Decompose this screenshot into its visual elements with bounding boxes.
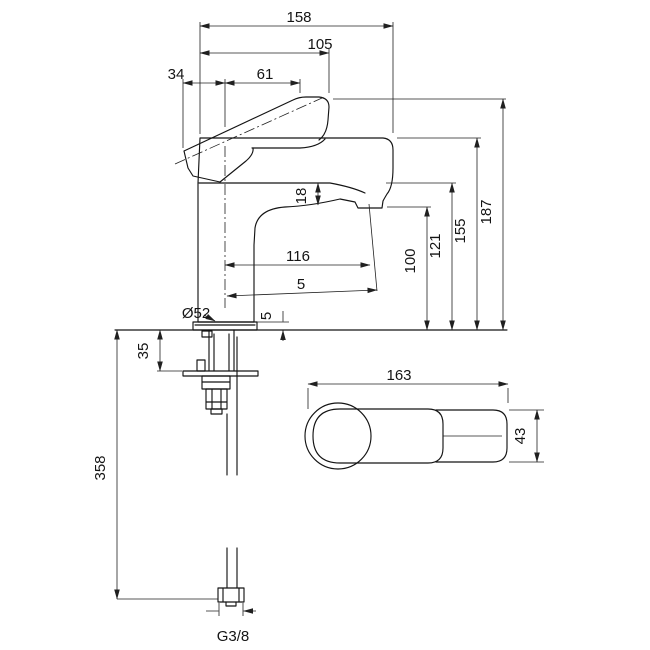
dim-handle-front-label: 61 xyxy=(257,66,274,83)
dim-handle-length-label: 163 xyxy=(386,367,411,384)
top-view xyxy=(304,402,508,470)
body-chin-line xyxy=(198,182,366,194)
body-spout-outline xyxy=(197,137,394,323)
body-top-view-outline xyxy=(312,408,444,464)
base-circle-top-view xyxy=(304,402,372,470)
handle-lever-underside xyxy=(183,147,254,183)
outlet-axis-line xyxy=(368,203,378,292)
dim-total-height-label: 187 xyxy=(478,199,495,224)
dim-spout-angle-line xyxy=(226,287,378,299)
dim-spout-angle-label: 5 xyxy=(297,276,305,293)
hose-connector-nut xyxy=(217,587,245,603)
base-plate xyxy=(192,321,258,331)
dim-base-plate-height-label: 5 xyxy=(258,312,275,320)
mounting-locknut xyxy=(201,375,231,390)
dim-spout-reach-label: 116 xyxy=(286,248,310,265)
valve-inlet-body xyxy=(205,388,228,410)
dim-handle-width-label: 43 xyxy=(512,428,529,445)
under-counter-assembly xyxy=(182,329,259,607)
dimension-annotations: 158 105 34 61 187 155 121 100 18 116 5 Ø… xyxy=(92,9,544,645)
dim-outlet-drop-label: 18 xyxy=(293,188,310,205)
handle-lever-outline xyxy=(183,96,330,152)
handle-axis-centerline xyxy=(174,97,323,165)
spout-parting-line xyxy=(251,138,326,149)
connector-stub xyxy=(225,601,237,607)
threaded-shank xyxy=(208,329,235,372)
front-view xyxy=(114,96,508,331)
base-diameter-label: Ø52 xyxy=(182,305,210,322)
base-diameter-leader xyxy=(203,313,216,322)
dim-body-height-label: 121 xyxy=(427,233,444,258)
dim-supply-length-label: 358 xyxy=(92,455,109,480)
dim-handle-back-label: 34 xyxy=(168,66,185,83)
dim-outlet-height-label: 100 xyxy=(402,248,419,273)
dim-total-width-label: 158 xyxy=(286,9,311,26)
dim-clamp-depth-label: 35 xyxy=(135,343,152,360)
supply-hose-lower xyxy=(226,547,238,589)
dim-thread-label: G3/8 xyxy=(217,628,250,645)
dim-spout-height-label: 155 xyxy=(452,218,469,243)
valve-end-cap xyxy=(210,408,223,415)
shank-tab xyxy=(201,330,213,338)
clamp-bolt xyxy=(196,359,206,372)
supply-hose-upper xyxy=(226,336,238,476)
handle-top-view-outline xyxy=(435,409,508,463)
dim-handle-reach-label: 105 xyxy=(307,36,332,53)
mounting-clamp-plate xyxy=(182,370,259,377)
